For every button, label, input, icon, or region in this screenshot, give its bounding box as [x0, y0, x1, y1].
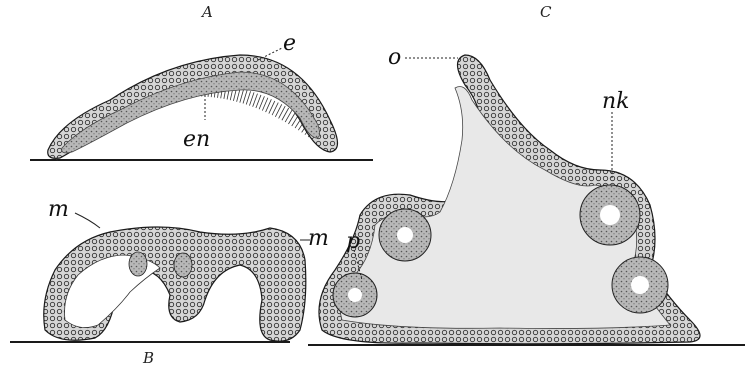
cluster-center-2	[631, 276, 649, 294]
panel-c-letter: C	[540, 3, 552, 21]
label-m-left: m	[48, 197, 69, 222]
panel-a-letter: A	[200, 3, 213, 21]
label-m-right: m	[308, 226, 329, 251]
label-endoderm: en	[183, 127, 210, 152]
tentacle-bud-1	[129, 252, 147, 276]
label-o: o	[388, 45, 401, 70]
label-p: p	[346, 229, 360, 254]
m-leader-left	[75, 213, 100, 228]
cilium	[243, 90, 247, 103]
panel-b-letter: B	[142, 349, 154, 367]
tentacle-bud-2	[174, 253, 192, 277]
ectoderm-leader	[258, 48, 282, 60]
cluster-center-1	[600, 205, 620, 225]
panel-a: A e en	[30, 3, 373, 160]
label-nk: nk	[602, 89, 630, 114]
cilium	[246, 91, 250, 104]
panel-b: m m B	[10, 197, 329, 367]
cluster-center-3	[397, 227, 413, 243]
cilium	[240, 89, 244, 102]
panel-c: C o nk p	[308, 3, 745, 345]
cluster-center-4	[348, 288, 362, 302]
label-ectoderm: e	[283, 31, 296, 56]
cilium	[249, 92, 254, 105]
